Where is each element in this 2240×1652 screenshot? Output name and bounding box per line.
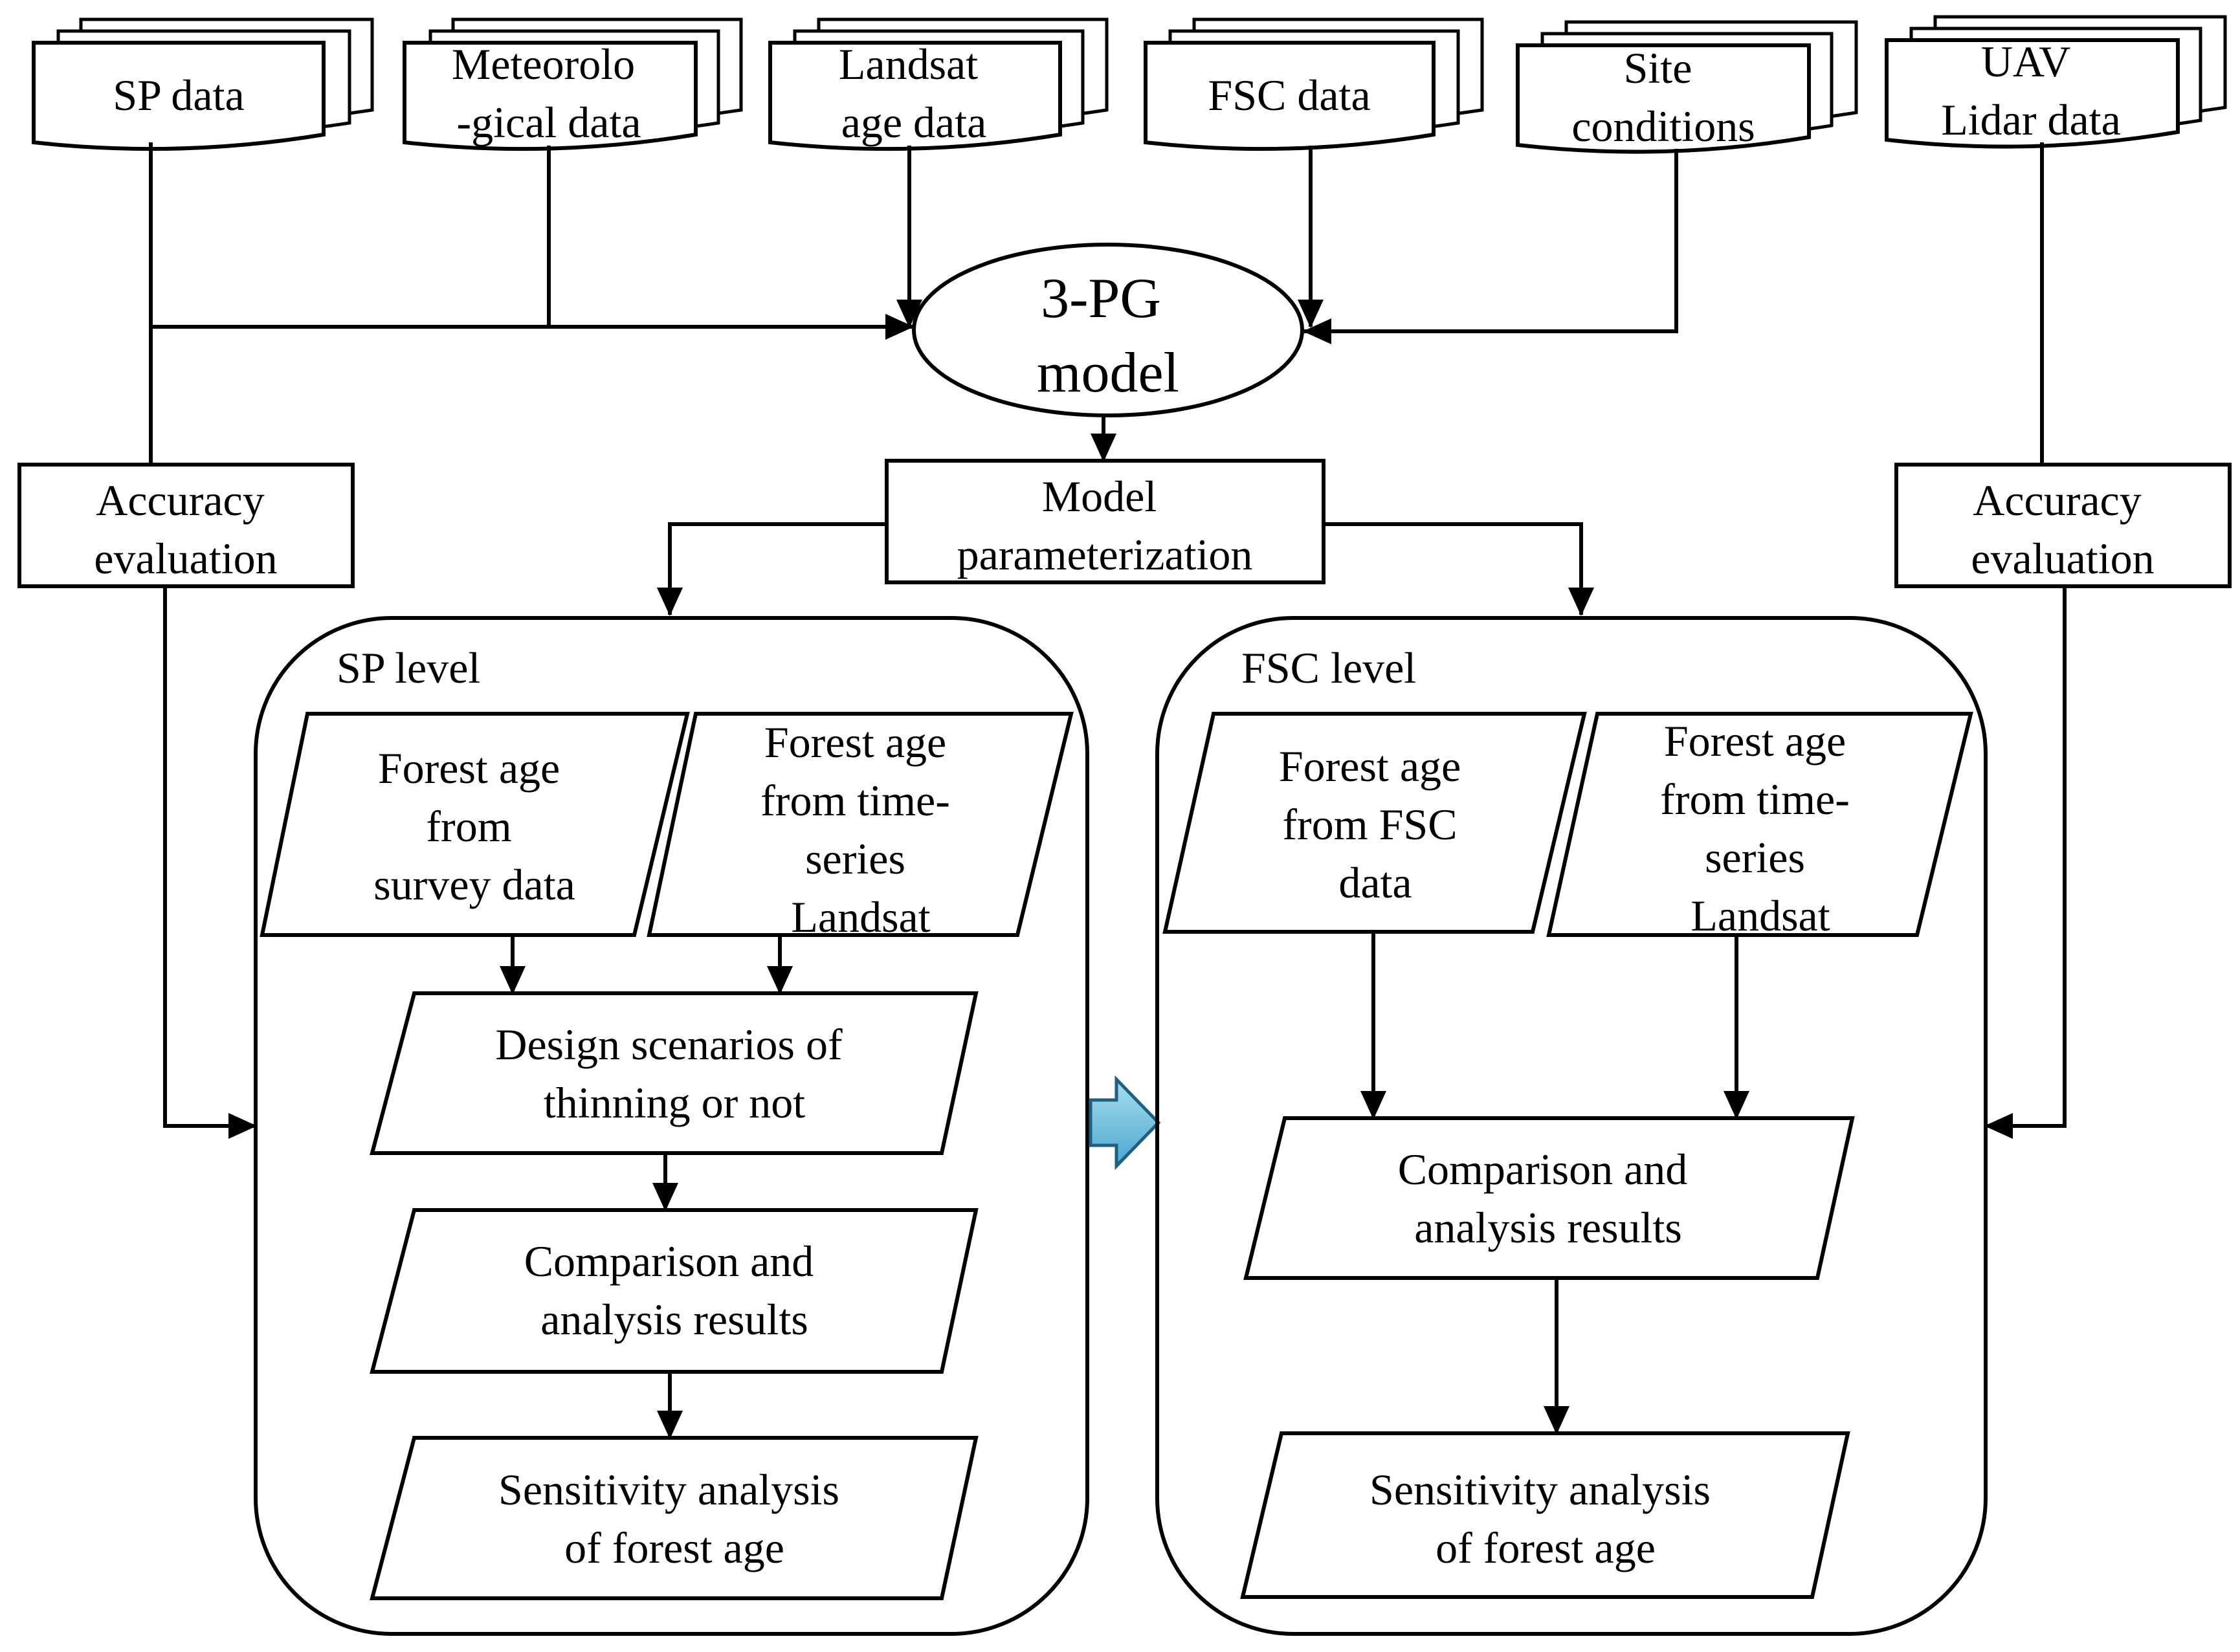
sp-design-label-2: thinning or not	[544, 1078, 805, 1127]
sp-comparison-node: Comparison and analysis results	[370, 1208, 979, 1374]
fsc-age-fsc-label-3: data	[1338, 858, 1412, 907]
sp-age-landsat-label-1: Forest age	[764, 718, 946, 767]
fsc-sensitivity-node: Sensitivity analysis of forest age	[1240, 1431, 1850, 1599]
meteorological-data-label-2: -gical data	[456, 98, 641, 147]
fsc-comparison-label-1: Comparison and	[1398, 1145, 1688, 1194]
sp-sensitivity-label-1: Sensitivity analysis	[498, 1465, 839, 1514]
sp-level-group: SP level Forest age from survey data For…	[254, 616, 1089, 1636]
sp-age-survey-label-1: Forest age	[378, 743, 560, 793]
input-connectors	[149, 142, 2044, 463]
parameterization-to-fsc-level-arrow	[1324, 522, 1594, 616]
svg-text:SP data: SP data	[113, 71, 244, 120]
svg-text:FSC data: FSC data	[1208, 71, 1370, 120]
accuracy-evaluation-right-box: Accuracy evaluation	[1894, 463, 2232, 588]
fsc-sensitivity-label-2: of forest age	[1436, 1523, 1656, 1572]
sp-sensitivity-label-2: of forest age	[564, 1523, 784, 1572]
fsc-level-group: FSC level Forest age from FSC data Fores…	[1155, 616, 1988, 1636]
fsc-age-fsc-label-2: from FSC	[1282, 800, 1457, 849]
svg-text:Meteorolo -gical data: Meteorolo -gical data	[452, 39, 646, 147]
uav-lidar-data-document: UAV Lidar data	[1885, 15, 2227, 149]
3pg-model-label-2: model	[1037, 342, 1179, 404]
sp-to-fsc-transfer-arrow	[1089, 1075, 1161, 1171]
fsc-level-title: FSC level	[1241, 643, 1416, 692]
fsc-sensitivity-label-1: Sensitivity analysis	[1370, 1465, 1711, 1514]
svg-text:UAV Lidar data: UAV Lidar data	[1941, 37, 2121, 144]
parameterization-label-1: Model	[1042, 472, 1157, 521]
uav-lidar-data-label-2: Lidar data	[1941, 95, 2121, 144]
accuracy-right-label-1: Accuracy	[1973, 476, 2141, 525]
fsc-age-landsat-label-3: series	[1705, 833, 1805, 882]
3pg-model-label-1: 3-PG	[1041, 267, 1161, 330]
fsc-age-fsc-label-1: Forest age	[1279, 742, 1461, 791]
sp-data-document: SP data	[32, 17, 374, 151]
sp-age-landsat-label-3: series	[805, 834, 905, 883]
svg-text:Design scenarios of th: Design scenarios of thinning or not	[495, 1020, 853, 1127]
landsat-age-data-document: Landsat age data	[768, 17, 1109, 151]
svg-text:Model parameterization: Model parameterization	[957, 472, 1253, 579]
accuracy-right-to-fsc-level-arrow	[1984, 586, 2067, 1139]
sp-age-landsat-label-2: from time-	[760, 776, 950, 825]
accuracy-left-to-sp-level-arrow	[163, 586, 257, 1139]
meteorological-data-document: Meteorolo -gical data	[403, 17, 743, 151]
parameterization-label-2: parameterization	[957, 530, 1253, 579]
sp-level-title: SP level	[337, 643, 480, 692]
svg-text:Accuracy evaluation: Accuracy evaluation	[1971, 476, 2154, 583]
sp-forest-age-landsat-node: Forest age from time- series Landsat	[647, 712, 1074, 942]
site-conditions-document: Site conditions	[1516, 20, 1858, 154]
sp-design-scenarios-node: Design scenarios of thinning or not	[370, 991, 979, 1155]
accuracy-left-label-1: Accuracy	[96, 476, 264, 525]
fsc-forest-age-fsc-node: Forest age from FSC data	[1162, 712, 1587, 934]
fsc-data-document: FSC data	[1144, 17, 1484, 151]
svg-text:Comparison and analysi: Comparison and analysis results	[1398, 1145, 1699, 1252]
model-parameterization-box: Model parameterization	[885, 459, 1325, 584]
landsat-age-data-label-1: Landsat	[839, 39, 978, 89]
3pg-model-node: 3-PG model	[912, 243, 1304, 417]
fsc-age-landsat-label-2: from time-	[1660, 775, 1850, 824]
fsc-age-landsat-label-1: Forest age	[1664, 716, 1846, 765]
sp-age-survey-label-3: survey data	[373, 860, 575, 909]
svg-text:Forest age from: Forest age from survey data	[373, 743, 575, 909]
svg-text:Forest age from FSC: Forest age from FSC data	[1279, 742, 1472, 907]
svg-text:Sensitivity analysis o: Sensitivity analysis of forest age	[1370, 1465, 1722, 1572]
fsc-age-landsat-label-4: Landsat	[1691, 891, 1830, 940]
fsc-comparison-node: Comparison and analysis results	[1243, 1116, 1855, 1280]
svg-text:Site conditions: Site conditions	[1571, 43, 1755, 151]
meteorological-data-label-1: Meteorolo	[452, 39, 635, 89]
sp-sensitivity-node: Sensitivity analysis of forest age	[370, 1436, 979, 1600]
accuracy-left-label-2: evaluation	[94, 534, 277, 583]
fsc-forest-age-landsat-node: Forest age from time- series Landsat	[1546, 712, 1973, 940]
svg-text:Accuracy evaluation: Accuracy evaluation	[94, 476, 277, 583]
svg-text:Comparison and analysi: Comparison and analysis results	[524, 1237, 825, 1344]
svg-text:Forest age from time-: Forest age from time- series Landsat	[760, 718, 961, 942]
sp-design-label-1: Design scenarios of	[495, 1020, 843, 1069]
sp-data-label-1: SP data	[113, 71, 244, 120]
sp-age-survey-label-2: from	[426, 802, 511, 851]
accuracy-evaluation-left-box: Accuracy evaluation	[17, 463, 355, 588]
svg-text:Forest age from time-: Forest age from time- series Landsat	[1660, 716, 1861, 940]
sp-comparison-label-1: Comparison and	[524, 1237, 814, 1286]
sp-age-landsat-label-4: Landsat	[791, 892, 930, 942]
landsat-age-data-label-2: age data	[841, 98, 987, 147]
uav-lidar-data-label-1: UAV	[1981, 37, 2070, 86]
svg-text:Landsat age data: Landsat age data	[839, 39, 989, 147]
svg-text:3-PG model: 3-PG model	[1037, 267, 1179, 404]
fsc-comparison-label-2: analysis results	[1414, 1203, 1682, 1252]
site-conditions-label-2: conditions	[1571, 102, 1755, 151]
accuracy-right-label-2: evaluation	[1971, 534, 2154, 583]
sp-forest-age-survey-node: Forest age from survey data	[260, 712, 690, 937]
sp-comparison-label-2: analysis results	[540, 1295, 808, 1344]
fsc-data-label-1: FSC data	[1208, 71, 1370, 120]
svg-text:Sensitivity analysis o: Sensitivity analysis of forest age	[498, 1465, 850, 1572]
parameterization-to-sp-level-arrow	[657, 522, 887, 616]
site-conditions-label-1: Site	[1624, 43, 1692, 93]
